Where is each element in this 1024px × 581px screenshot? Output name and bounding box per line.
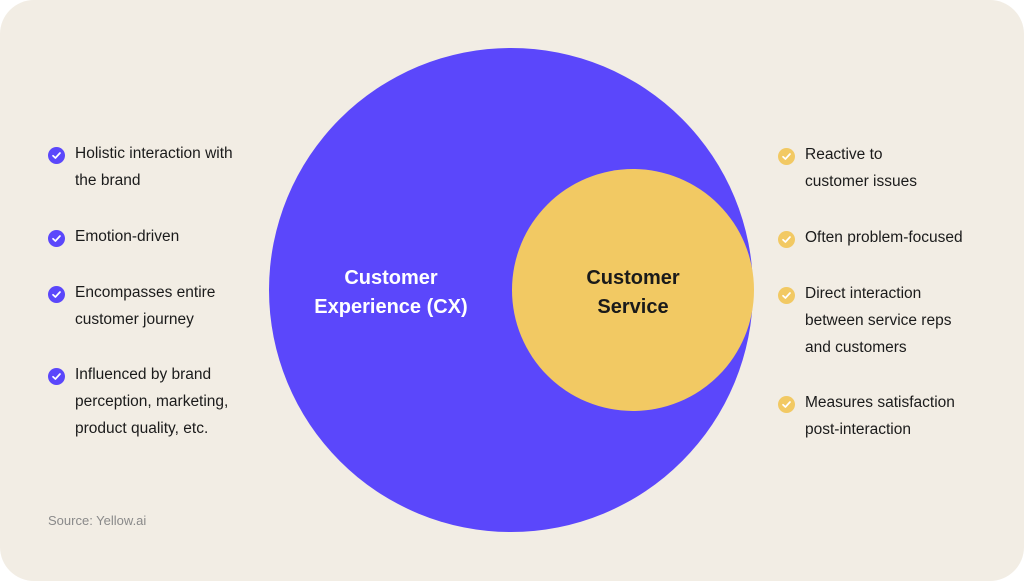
source-caption: Source: Yellow.ai	[48, 513, 147, 528]
customer-service-label-line-1: Customer	[586, 267, 680, 289]
customer-experience-label-line-2: Experience (CX)	[314, 296, 467, 318]
customer-service-circle	[512, 169, 754, 411]
list-item-text: Often problem-focused	[805, 229, 963, 246]
customer-experience-label-line-1: Customer	[344, 267, 438, 289]
list-item: Often problem-focused	[778, 229, 963, 251]
check-circle-icon	[48, 147, 65, 164]
check-circle-icon	[778, 396, 795, 413]
check-circle-icon	[778, 148, 795, 165]
list-item-text: Emotion-driven	[75, 228, 180, 245]
customer-service-label-line-2: Service	[597, 296, 668, 318]
check-circle-icon	[778, 231, 795, 248]
check-circle-icon	[48, 230, 65, 247]
check-circle-icon	[48, 368, 65, 385]
customer-experience-circle	[269, 48, 753, 532]
check-circle-icon	[778, 287, 795, 304]
list-item: Emotion-driven	[48, 228, 179, 250]
check-circle-icon	[48, 286, 65, 303]
